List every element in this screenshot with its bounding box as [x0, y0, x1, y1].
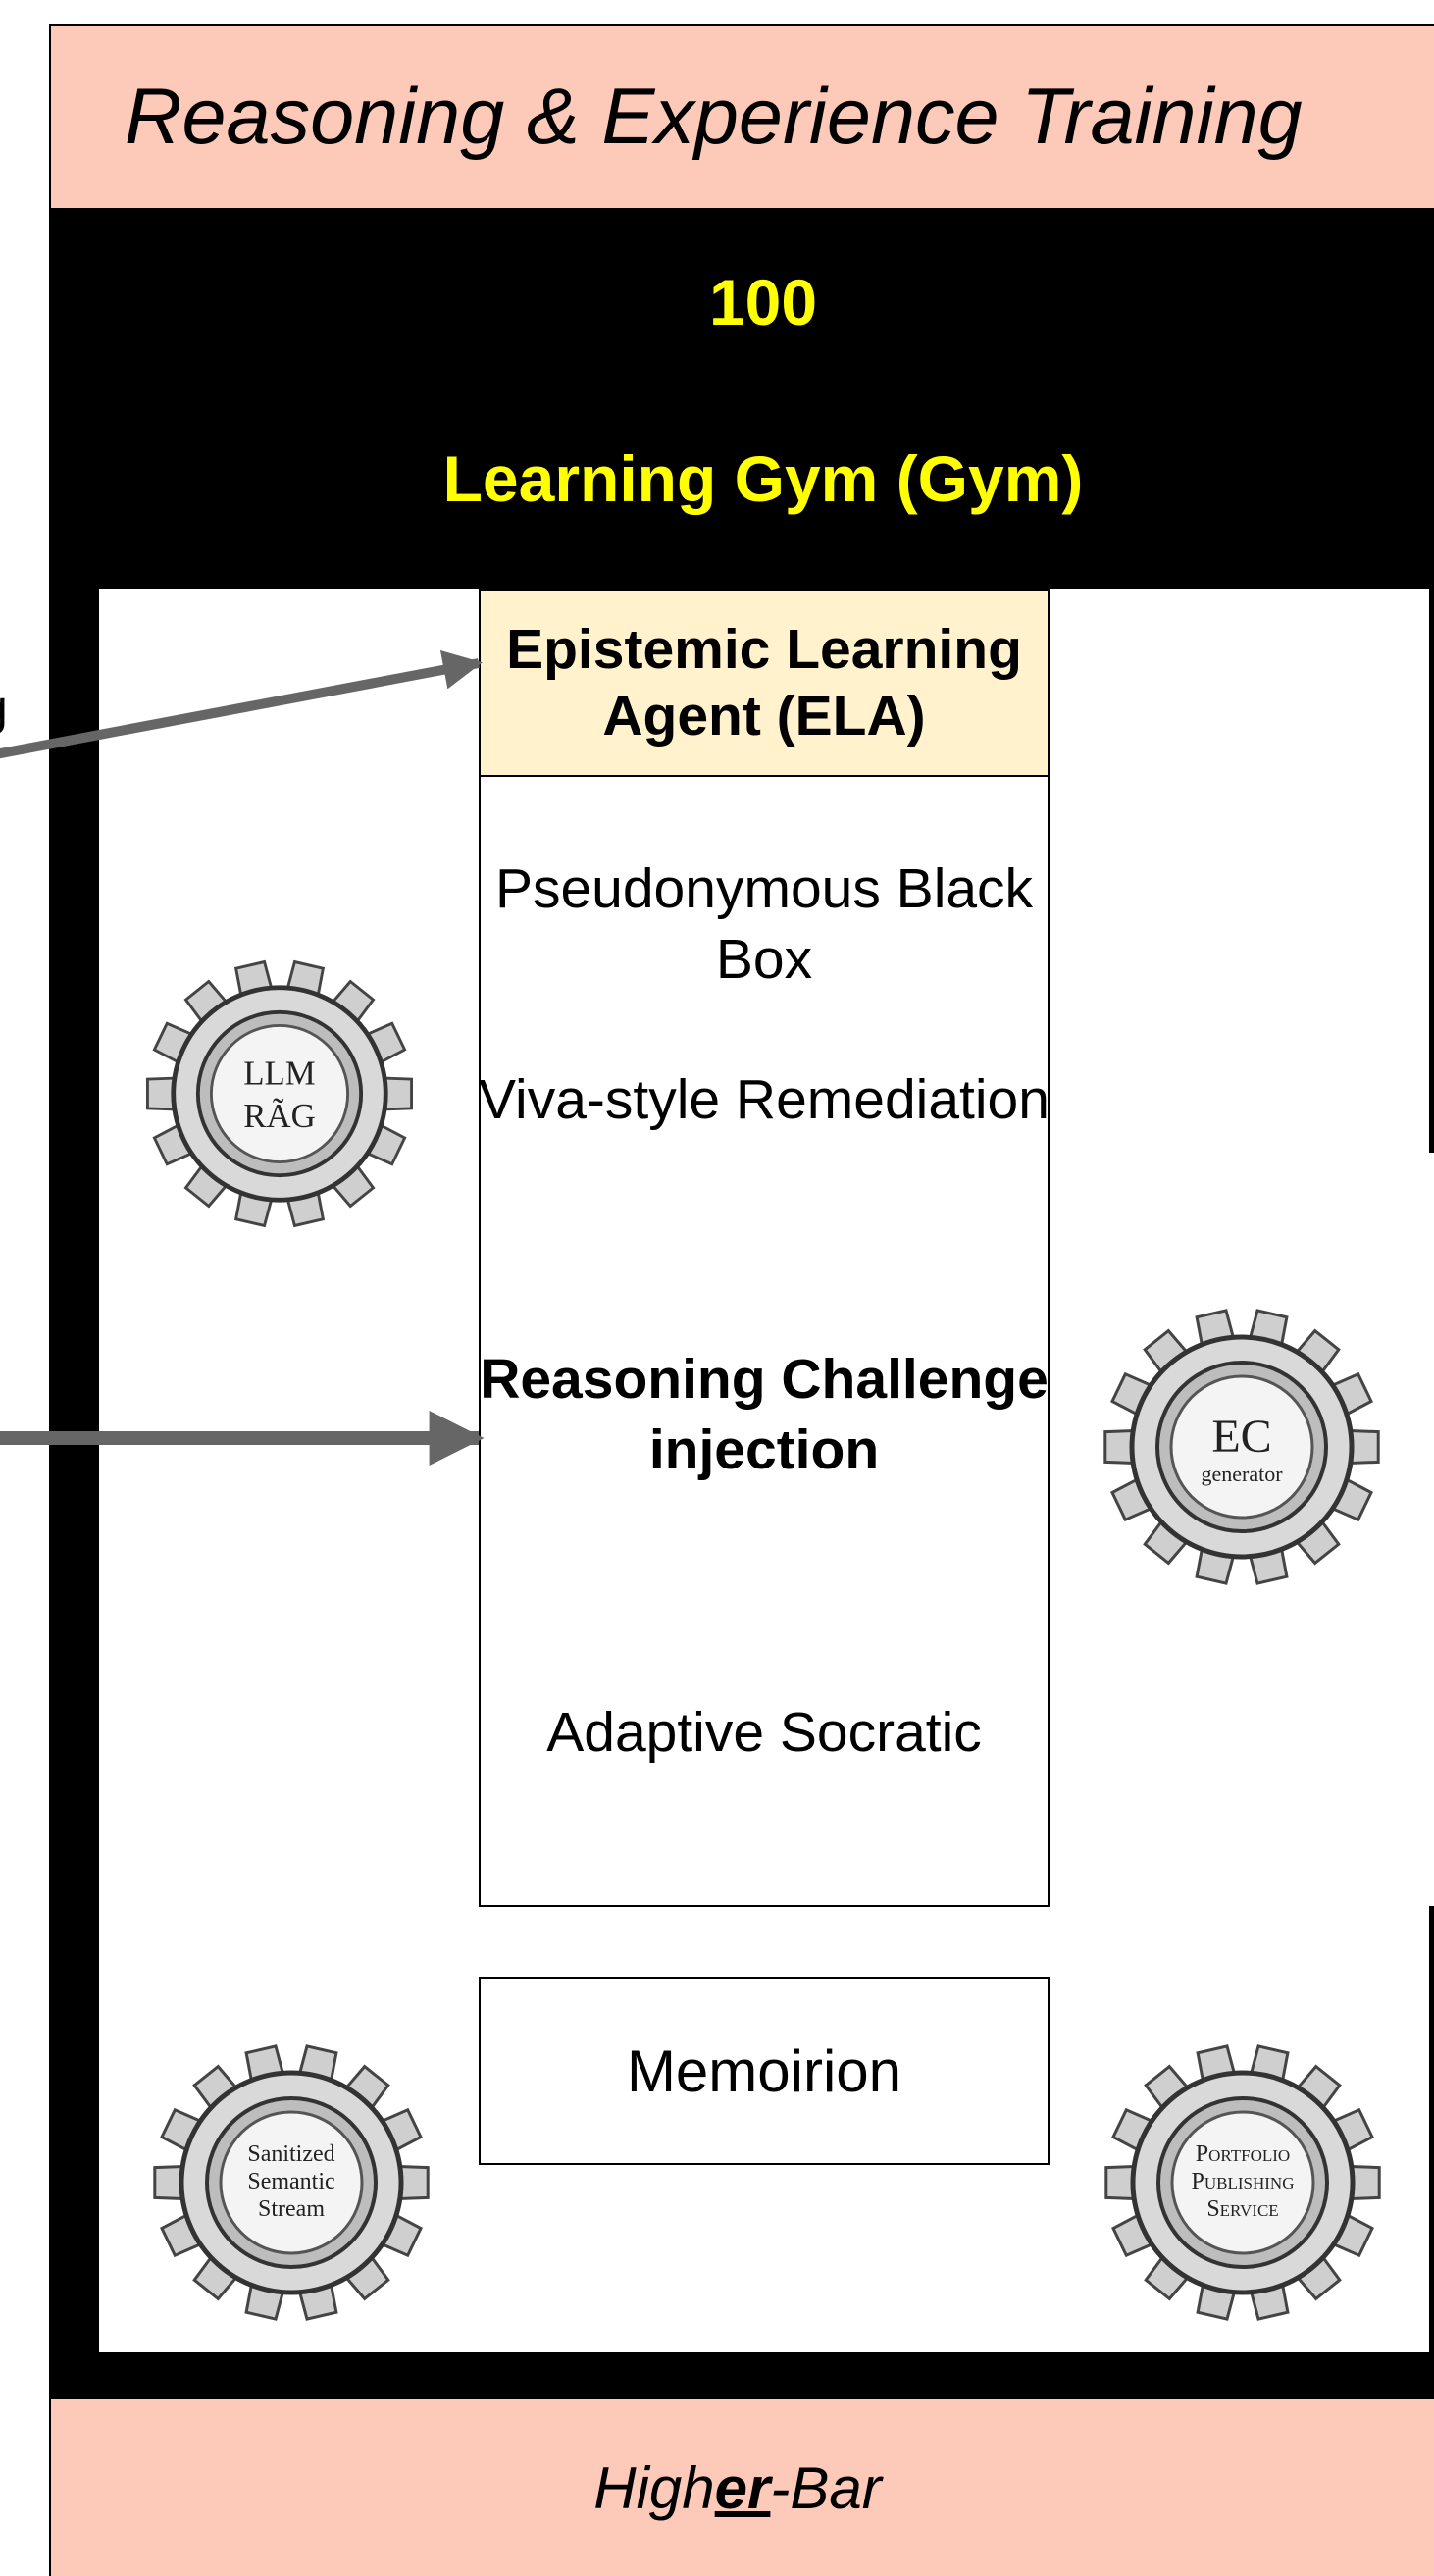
- frame-right-edge-lower: [1429, 1906, 1434, 2352]
- memoirion-box: Memoirion: [479, 1977, 1050, 2165]
- sanitized-stream-gear-icon: Sanitized Semantic Stream: [153, 2044, 430, 2321]
- side-label-fragment: g: [0, 679, 8, 736]
- gear-label-line1: LLM: [243, 1054, 315, 1092]
- gear-label-line3: Service: [1206, 2196, 1278, 2222]
- ela-item-pseudonymous-black-box: Pseudonymous Black Box: [494, 857, 1034, 991]
- gear-label-line2: generator: [1201, 1462, 1283, 1486]
- gym-number: 100: [708, 266, 818, 338]
- footer-prefix: High: [593, 2454, 715, 2521]
- gym-name: Learning Gym (Gym): [442, 442, 1084, 515]
- gear-label-line2: Semantic: [247, 2169, 334, 2194]
- ela-body: [479, 775, 1050, 1907]
- llm-rag-gear-icon: LLM RÃG: [145, 959, 414, 1228]
- footer-suffix: -Bar: [770, 2454, 882, 2521]
- arrow-to-ela-header: [0, 650, 483, 759]
- frame-right-edge: [1429, 589, 1434, 1153]
- ela-item-adaptive-socratic: Adaptive Socratic: [546, 1701, 982, 1764]
- diagram-title: Reasoning & Experience Training: [49, 24, 1434, 210]
- ela-item-reasoning-challenge: Reasoning Challenge injection: [480, 1348, 1049, 1481]
- gear-label-line2: Publishing: [1192, 2169, 1295, 2194]
- gear-label-line1: Portfolio: [1196, 2141, 1290, 2167]
- portfolio-service-gear-icon: Portfolio Publishing Service: [1104, 2044, 1381, 2321]
- footer-emphasis: er: [714, 2454, 771, 2521]
- gear-label-line2: RÃG: [243, 1097, 315, 1135]
- ela-header: Epistemic Learning Agent (ELA): [479, 589, 1050, 777]
- gear-label-line3: Stream: [258, 2196, 325, 2222]
- gear-label-line1: EC: [1211, 1411, 1271, 1463]
- gear-label-line1: Sanitized: [247, 2141, 334, 2167]
- ec-generator-gear-icon: EC generator: [1103, 1309, 1380, 1585]
- ela-item-viva-remediation: Viva-style Remediation: [479, 1068, 1050, 1131]
